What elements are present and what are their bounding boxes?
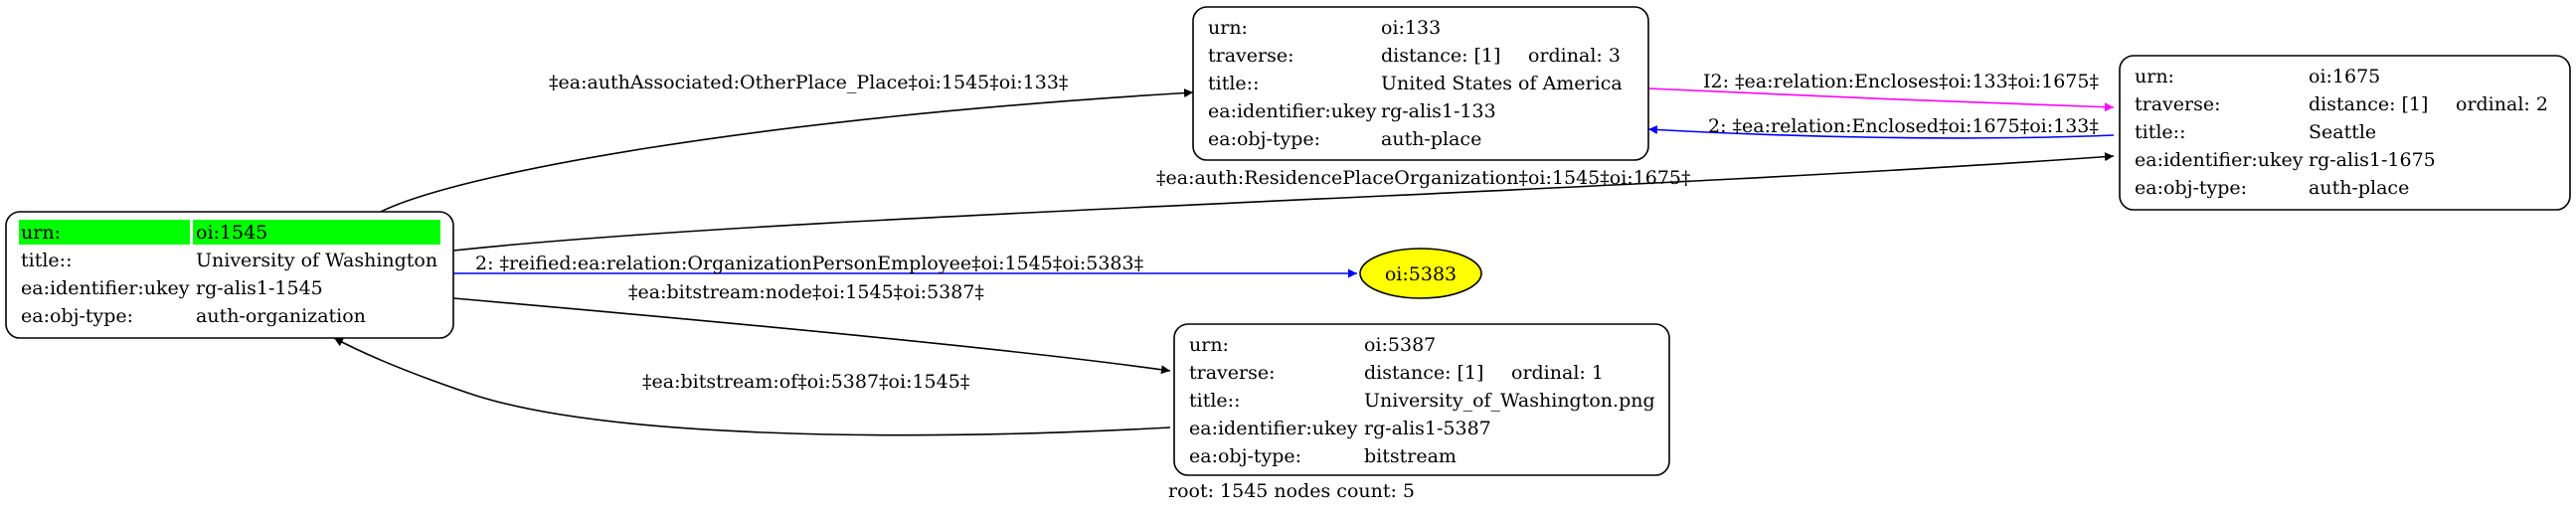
edge-label-bitstream-of: ‡ea:bitstream:of‡oi:5387‡oi:1545‡ xyxy=(642,371,969,393)
edge-label-auth-associated: ‡ea:authAssociated:OtherPlace_Place‡oi:1… xyxy=(549,72,1068,93)
node-oi-1675[interactable]: urn: oi:1675 traverse: distance: [1] ord… xyxy=(2119,55,2571,211)
field-label: ea:identifier:ukey xyxy=(2135,149,2304,171)
field-label: ea:obj-type: xyxy=(2135,177,2247,199)
field-value: oi:5387 xyxy=(1364,334,1436,356)
field-label: title:: xyxy=(1208,73,1259,94)
field-label: ea:obj-type: xyxy=(1208,128,1320,150)
highlight-cell xyxy=(19,220,190,245)
field-value: bitstream xyxy=(1364,445,1457,467)
node-oi-133[interactable]: urn: oi:133 traverse: distance: [1] ordi… xyxy=(1192,6,1649,161)
field-value: University_of_Washington.png xyxy=(1364,390,1655,412)
edge-label-bitstream-node: ‡ea:bitstream:node‡oi:1545‡oi:5387‡ xyxy=(628,281,984,303)
edge-label-reified: 2: ‡reified:ea:relation:OrganizationPers… xyxy=(475,253,1143,274)
field-label: urn: xyxy=(1189,334,1229,356)
edge-labels: ‡ea:authAssociated:OtherPlace_Place‡oi:1… xyxy=(475,71,2099,393)
field-value: oi:1675 xyxy=(2309,66,2380,87)
field-label: traverse: xyxy=(1208,45,1294,67)
field-label: title:: xyxy=(2135,121,2185,143)
field-label: urn: xyxy=(2135,66,2174,87)
node-frame xyxy=(1192,6,1649,161)
edge-label-residence: ‡ea:auth:ResidencePlaceOrganization‡oi:1… xyxy=(1156,167,1691,189)
field-value: distance: [1] xyxy=(1381,45,1500,67)
edge-bitstream-of[interactable] xyxy=(333,337,1171,436)
node-ellipse xyxy=(1359,248,1482,299)
field-label: ea:obj-type: xyxy=(21,305,133,327)
field-value: ordinal: 2 xyxy=(2456,93,2548,115)
field-value: ordinal: 1 xyxy=(1511,362,1604,384)
node-frame xyxy=(1173,323,1670,476)
node-oi-5383[interactable]: oi:5383 xyxy=(1359,248,1482,299)
field-label: title:: xyxy=(1189,390,1240,412)
field-value: oi:133 xyxy=(1381,17,1441,39)
field-value: rg-alis1-5387 xyxy=(1364,418,1491,439)
node-frame xyxy=(2119,55,2571,211)
field-label: traverse: xyxy=(1189,362,1276,384)
field-value: Seattle xyxy=(2309,121,2376,143)
edge-label-enclosed: 2: ‡ea:relation:Enclosed‡oi:1675‡oi:133‡ xyxy=(1708,115,2099,137)
field-value: rg-alis1-133 xyxy=(1381,100,1496,122)
field-value: rg-alis1-1675 xyxy=(2309,149,2436,171)
field-label: title:: xyxy=(21,250,72,271)
field-label: urn: xyxy=(1208,17,1248,39)
field-value: ordinal: 3 xyxy=(1528,45,1621,67)
field-label: ea:identifier:ukey xyxy=(1189,418,1358,439)
field-value: University of Washington xyxy=(196,250,437,271)
field-label: ea:obj-type: xyxy=(1189,445,1301,467)
field-value: distance: [1] xyxy=(1364,362,1483,384)
field-value: United States of America xyxy=(1381,73,1623,94)
node-oi-1545[interactable]: urn: oi:1545 title:: University of Washi… xyxy=(5,211,454,339)
field-label: urn: xyxy=(21,222,61,244)
field-value: oi:1545 xyxy=(196,222,267,244)
edge-residence[interactable] xyxy=(452,152,2115,252)
edge-auth-associated[interactable] xyxy=(380,88,1194,213)
edge-label-encloses: I2: ‡ea:relation:Encloses‡oi:133‡oi:1675… xyxy=(1703,71,2099,92)
node-oi-5387[interactable]: urn: oi:5387 traverse: distance: [1] ord… xyxy=(1173,323,1670,476)
node-label: oi:5383 xyxy=(1385,263,1457,285)
field-value: auth-place xyxy=(1381,128,1481,150)
edges xyxy=(333,87,2115,436)
field-value: auth-organization xyxy=(196,305,366,327)
highlight-cell xyxy=(193,220,440,245)
edge-enclosed[interactable] xyxy=(1647,125,2115,139)
field-value: auth-place xyxy=(2309,177,2409,199)
edge-bitstream-node[interactable] xyxy=(452,297,1171,375)
graph-footer: root: 1545 nodes count: 5 xyxy=(1168,480,1415,502)
field-value: rg-alis1-1545 xyxy=(196,277,323,299)
field-label: traverse: xyxy=(2135,93,2221,115)
field-label: ea:identifier:ukey xyxy=(21,277,190,299)
field-label: ea:identifier:ukey xyxy=(1208,100,1377,122)
edge-encloses[interactable] xyxy=(1647,87,2115,112)
field-value: distance: [1] xyxy=(2309,93,2428,115)
